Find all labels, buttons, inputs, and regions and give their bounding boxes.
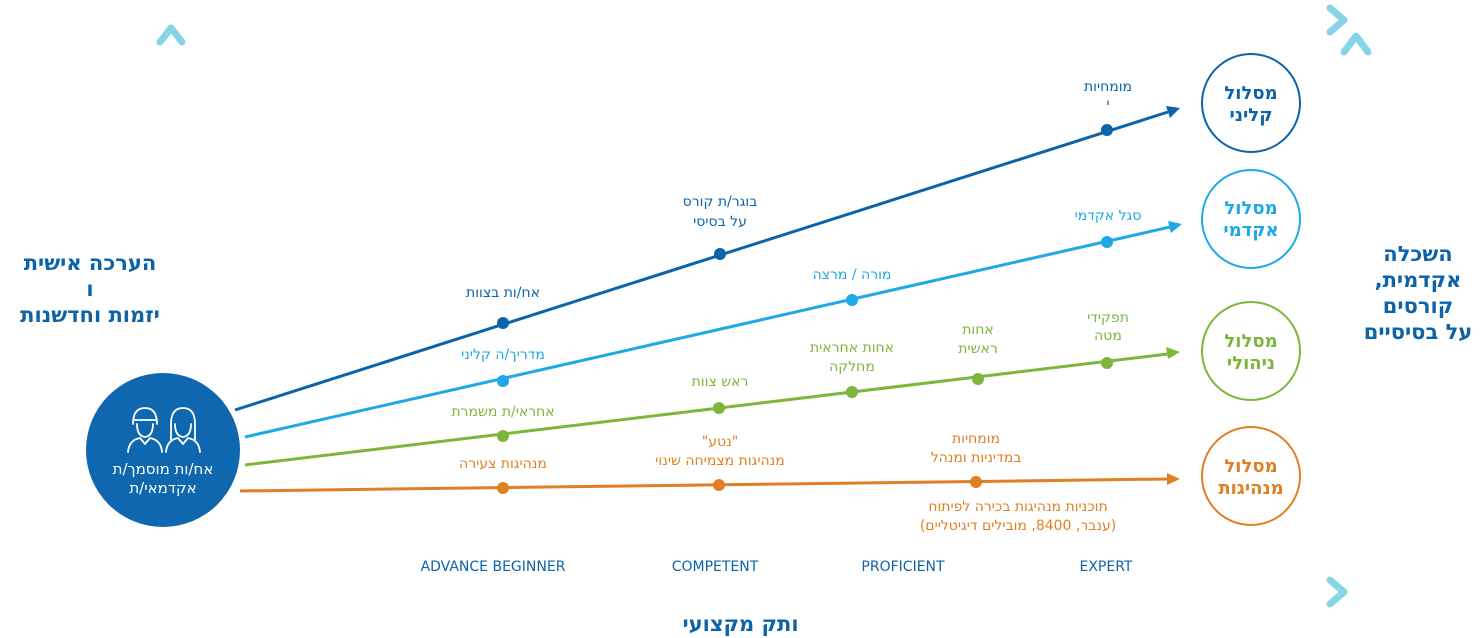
- clinical-track-line: [234, 110, 1169, 412]
- clinical-point-label: י: [1106, 96, 1109, 112]
- academic-dot: [846, 294, 858, 306]
- managerial-dot: [972, 373, 984, 385]
- right-frame-arrowhead: [1340, 32, 1372, 56]
- clinical-dot: [497, 317, 509, 329]
- managerial-point-label: ראשית: [958, 341, 998, 357]
- bottom-frame-arrowhead: [1326, 576, 1348, 608]
- clinical-track-circle: מסלול קליני: [1201, 53, 1301, 153]
- managerial-dot: [713, 402, 725, 414]
- left-axis-label-line: ו: [86, 277, 94, 301]
- clinical-circle-subtitle: קליני: [1230, 105, 1273, 126]
- clinical-point-label: בוגר/ת קורס: [683, 194, 758, 210]
- right-axis-label-line: אקדמית,: [1374, 268, 1462, 292]
- leadership-point-label: מומחיות: [952, 431, 1000, 447]
- managerial-track-circle: מסלול ניהולי: [1201, 301, 1301, 401]
- clinical-dot: [714, 248, 726, 260]
- bottom-axis-label: ותק מקצועי: [682, 612, 799, 636]
- clinical-circle-title: מסלול: [1224, 83, 1277, 104]
- top-frame-arrowhead: [1326, 4, 1348, 36]
- leadership-dot: [970, 476, 982, 488]
- right-axis-label-line: השכלה: [1383, 242, 1453, 266]
- clinical-arrowhead: [1166, 106, 1180, 118]
- academic-arrowhead: [1168, 221, 1182, 233]
- right-axis-label: השכלה אקדמית, קורסים על בסיסיים: [1355, 241, 1481, 345]
- clinical-point-label: על בסיסי: [693, 214, 747, 230]
- clinical-dot: [1101, 124, 1113, 136]
- right-axis-label-line: קורסים: [1382, 294, 1454, 318]
- leadership-note: (ענבר, 8400, מובילים דיגיטליים): [920, 518, 1116, 534]
- academic-track-circle: מסלול אקדמי: [1201, 169, 1301, 269]
- clinical-point-label: מומחיות: [1084, 79, 1132, 95]
- leadership-dot: [497, 482, 509, 494]
- right-axis-label-line: על בסיסיים: [1363, 320, 1473, 344]
- hub-label-line2: אקדמאי/ת: [129, 479, 196, 497]
- leadership-circle-title: מסלול: [1224, 456, 1277, 477]
- leadership-circle-subtitle: מנהיגות: [1218, 478, 1283, 499]
- stage-labels: ADVANCE BEGINNER COMPETENT PROFICIENT EX…: [421, 559, 1133, 575]
- frame-arrows: [156, 4, 1372, 608]
- leadership-track-line: [239, 477, 1169, 493]
- leadership-point-label: מנהיגות צעירה: [459, 456, 547, 472]
- academic-circle-title: מסלול: [1224, 198, 1277, 219]
- academic-dot: [1101, 236, 1113, 248]
- managerial-point-label: ראש צוות: [692, 374, 749, 390]
- academic-track-line: [244, 225, 1171, 439]
- track-circles: מסלול קליני מסלול אקדמי מסלול ניהולי מסל…: [1201, 53, 1301, 526]
- track-lines: [234, 106, 1182, 493]
- stage-label: COMPETENT: [672, 559, 759, 575]
- left-axis-label-line: הערכה אישית: [23, 251, 157, 275]
- academic-point-label: סגל אקדמי: [1075, 208, 1142, 224]
- academic-dot: [497, 375, 509, 387]
- clinical-point-label: אח/ות בצוות: [466, 285, 540, 301]
- left-axis-label: הערכה אישית ו יזמות וחדשנות: [0, 250, 180, 328]
- managerial-circle-subtitle: ניהולי: [1227, 353, 1275, 374]
- stage-label: PROFICIENT: [861, 559, 945, 575]
- managerial-track-line: [244, 352, 1169, 467]
- leadership-note: תוכניות מנהיגות בכירה לפיתוח: [928, 499, 1107, 515]
- managerial-dot: [497, 430, 509, 442]
- stage-label: ADVANCE BEGINNER: [421, 559, 566, 575]
- hub-label-line1: אח/ות מוסמך/ת: [113, 460, 214, 478]
- hub-circle: אח/ות מוסמך/ת אקדמאי/ת: [86, 373, 240, 527]
- managerial-circle-title: מסלול: [1224, 331, 1277, 352]
- leadership-dot: [713, 479, 725, 491]
- managerial-point-label: תפקידי: [1087, 310, 1129, 326]
- leadership-point-label: במדיניות ומנהל: [931, 450, 1022, 466]
- academic-point-label: מדריך/ה קליני: [461, 347, 545, 363]
- managerial-dot: [846, 386, 858, 398]
- left-axis-label-line: יזמות וחדשנות: [20, 303, 160, 327]
- managerial-point-label: אחראי/ת משמרת: [451, 404, 554, 420]
- managerial-point-label: אחות: [962, 322, 994, 338]
- leadership-arrowhead: [1167, 473, 1180, 485]
- nurses-icon: [127, 407, 201, 453]
- academic-circle-subtitle: אקדמי: [1223, 220, 1278, 241]
- managerial-dot: [1101, 357, 1113, 369]
- managerial-arrowhead: [1166, 347, 1180, 359]
- track-dots: [497, 124, 1113, 494]
- leadership-track-circle: מסלול מנהיגות: [1201, 426, 1301, 526]
- leadership-point-label: "נטע": [702, 434, 738, 450]
- managerial-point-label: מחלקה: [829, 359, 875, 375]
- stage-label: EXPERT: [1080, 559, 1133, 575]
- track-point-labels: אח/ות בצוות בוגר/ת קורס על בסיסי מומחיות…: [451, 79, 1141, 534]
- left-frame-arrowhead: [156, 24, 186, 46]
- managerial-point-label: אחות אחראית: [810, 340, 894, 356]
- leadership-point-label: מנהיגות מצמיחה שינוי: [655, 453, 784, 469]
- managerial-point-label: מטה: [1094, 328, 1122, 344]
- academic-point-label: מורה / מרצה: [813, 267, 892, 283]
